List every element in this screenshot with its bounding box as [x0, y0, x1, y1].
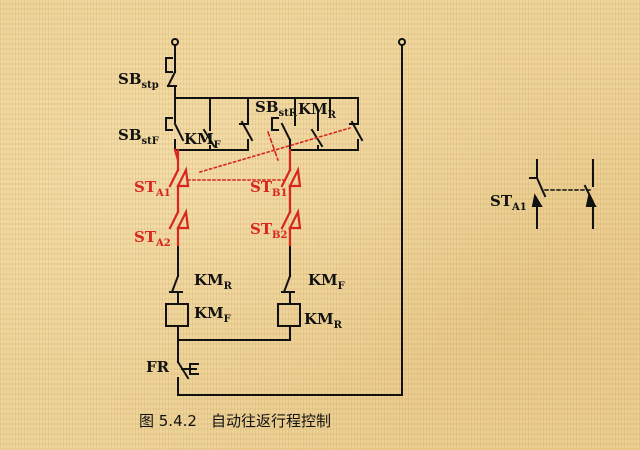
label-km-f-coil: KMF: [194, 304, 231, 325]
sb-stf-nc-contact: [349, 111, 364, 151]
label-sb-stf: SBstF: [118, 126, 159, 147]
label-st-a1-detail: STA1: [490, 192, 527, 213]
st-a2-switch: [168, 208, 190, 247]
label-km-r-coil: KMR: [304, 310, 342, 331]
label-st-b1: STB1: [250, 178, 288, 199]
label-km-r-contact: KMR: [194, 271, 232, 292]
km-r-coil: [277, 303, 301, 327]
label-km-f-aux: KMF: [184, 130, 221, 151]
st-a1-detail-symbol: [529, 159, 597, 229]
fr-thermal-contact: [176, 355, 199, 396]
km-f-interlock-contact: [281, 267, 295, 305]
sb-str-nc-contact: [239, 111, 254, 151]
label-sb-str: SBstR: [255, 98, 298, 119]
st-a1-switch: [168, 166, 190, 214]
label-sb-stp: SBstp: [118, 70, 159, 91]
figure-caption: 图 5.4.2 自动往返行程控制: [139, 410, 345, 431]
km-r-interlock-contact: [169, 267, 183, 305]
figure-number: 图 5.4.2: [139, 412, 197, 430]
st-b1-switch: [280, 166, 302, 214]
sb-stp-switch: [165, 57, 177, 99]
label-fr: FR: [146, 358, 170, 376]
label-st-a1: STA1: [134, 178, 171, 199]
km-f-coil: [165, 303, 189, 327]
sb-stf-switch: [165, 111, 185, 151]
link-sbstr: [266, 130, 280, 162]
label-km-f-contact: KMF: [308, 271, 345, 292]
label-st-b2: STB2: [250, 220, 288, 241]
sb-str-no-contact: [271, 117, 292, 151]
link-sta1-sbstf: [199, 127, 351, 173]
figure-title: 自动往返行程控制: [210, 412, 331, 430]
label-km-r-aux: KMR: [298, 100, 336, 121]
label-st-a2: STA2: [134, 228, 171, 249]
st-b2-switch: [280, 208, 302, 247]
